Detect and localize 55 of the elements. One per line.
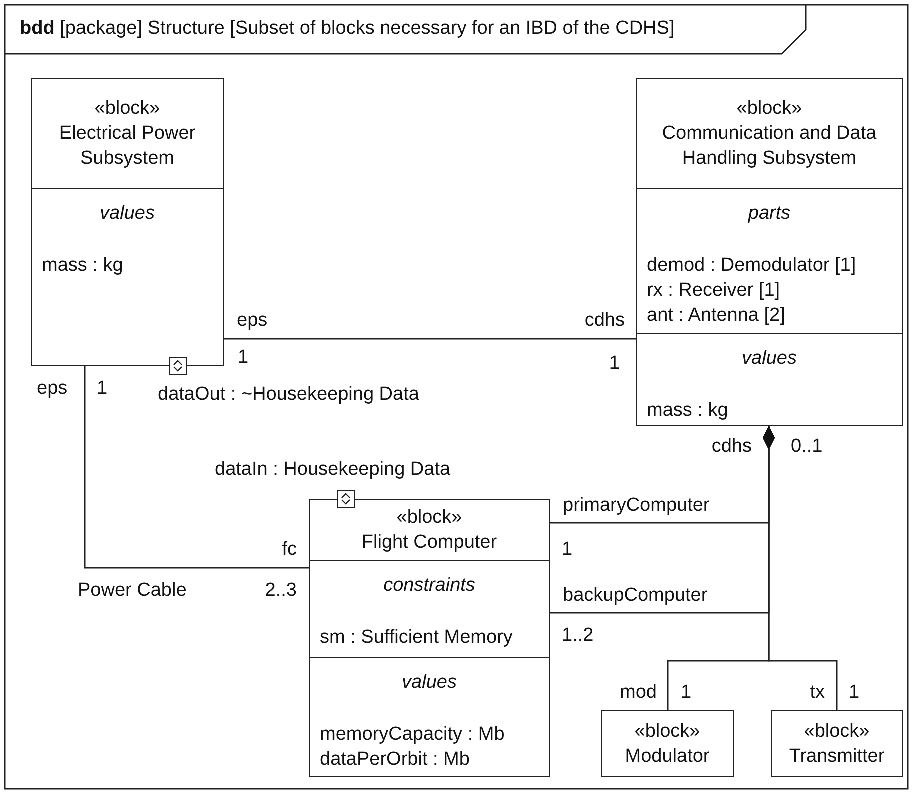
stereotype-label: «block» bbox=[736, 97, 802, 121]
association-line bbox=[84, 366, 309, 569]
block-name: Communication and Data Handling Subsystem bbox=[661, 122, 878, 171]
property-text: dataPerOrbit : Mb bbox=[320, 748, 471, 772]
role-name: eps bbox=[37, 378, 68, 400]
role-name: mod bbox=[620, 682, 657, 704]
composition-line bbox=[763, 426, 838, 710]
role-name: cdhs bbox=[712, 436, 752, 458]
property-text: memoryCapacity : Mb bbox=[320, 723, 506, 747]
frame-title: bdd [package] Structure [Subset of blocks necessary for an IBD of the CDHS] bbox=[20, 18, 675, 40]
property-text: rx : Receiver [1] bbox=[647, 279, 782, 303]
property-text: mass : kg bbox=[647, 399, 730, 423]
block-name: Modulator bbox=[625, 744, 710, 768]
property-text: demod : Demodulator [1] bbox=[647, 254, 858, 278]
port-label: dataOut : ~Housekeeping Data bbox=[158, 384, 420, 406]
port-square bbox=[169, 357, 187, 375]
multiplicity: 0..1 bbox=[791, 436, 823, 458]
multiplicity: 1 bbox=[97, 378, 108, 400]
multiplicity: 1..2 bbox=[562, 625, 594, 647]
block-name: Transmitter bbox=[789, 744, 885, 768]
property-text: sm : Sufficient Memory bbox=[320, 626, 514, 650]
multiplicity: 1 bbox=[609, 353, 620, 375]
compartment-heading: values bbox=[741, 347, 798, 371]
property-text: ant : Antenna [2] bbox=[647, 304, 786, 328]
compartment-heading: values bbox=[401, 671, 458, 695]
block-name: Electrical Power Subsystem bbox=[58, 122, 197, 171]
block-name: Flight Computer bbox=[362, 531, 498, 555]
block-box bbox=[636, 78, 903, 426]
stereotype-label: «block» bbox=[94, 97, 160, 121]
multiplicity: 1 bbox=[849, 682, 860, 704]
stereotype-label: «block» bbox=[634, 720, 700, 744]
port-square bbox=[337, 490, 355, 508]
stereotype-label: «block» bbox=[804, 720, 870, 744]
multiplicity: 1 bbox=[238, 347, 249, 369]
association-name: Power Cable bbox=[78, 580, 187, 602]
compartment-heading: values bbox=[99, 202, 156, 226]
role-name: backupComputer bbox=[563, 585, 708, 607]
block-box bbox=[771, 710, 903, 777]
role-name: primaryComputer bbox=[563, 495, 710, 517]
property-text: mass : kg bbox=[42, 254, 124, 278]
block-box bbox=[601, 710, 734, 777]
compartment-heading: parts bbox=[747, 202, 792, 226]
role-name: tx bbox=[810, 682, 825, 704]
role-name: eps bbox=[237, 310, 268, 332]
block-box bbox=[31, 78, 224, 366]
compartment-heading: constraints bbox=[382, 574, 476, 598]
multiplicity: 1 bbox=[562, 539, 573, 561]
multiplicity: 1 bbox=[681, 682, 692, 704]
association-line bbox=[224, 338, 636, 340]
role-name: fc bbox=[282, 539, 297, 561]
port-label: dataIn : Housekeeping Data bbox=[215, 459, 451, 481]
stereotype-label: «block» bbox=[396, 506, 462, 530]
multiplicity: 2..3 bbox=[265, 580, 297, 602]
role-name: cdhs bbox=[584, 310, 625, 332]
block-box bbox=[309, 499, 550, 777]
